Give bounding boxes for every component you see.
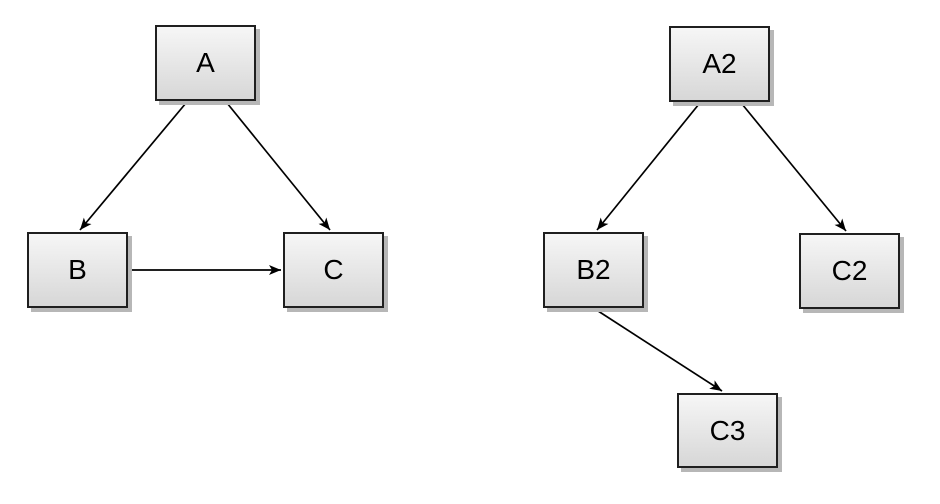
node-label: C2 (831, 255, 868, 286)
node-label: B (68, 254, 87, 285)
node-C3[interactable]: C3 (677, 393, 778, 468)
node-B[interactable]: B (27, 232, 128, 308)
edge-A-C[interactable] (226, 102, 331, 231)
node-C[interactable]: C (283, 232, 384, 308)
node-label: C3 (709, 414, 746, 446)
node-label: A2 (702, 48, 737, 79)
edge-A-B[interactable] (79, 102, 187, 231)
node-B2[interactable]: B2 (543, 232, 644, 308)
edge-A2-C2[interactable] (741, 103, 847, 232)
node-A2[interactable]: A2 (669, 26, 770, 102)
node-A[interactable]: A (155, 25, 256, 101)
node-C2[interactable]: C2 (799, 233, 900, 309)
edge-A2-B2[interactable] (596, 103, 700, 231)
node-label: C (323, 254, 344, 285)
node-label: A (196, 47, 215, 78)
edge-B2-C3[interactable] (594, 308, 723, 392)
node-label: B2 (576, 254, 611, 285)
